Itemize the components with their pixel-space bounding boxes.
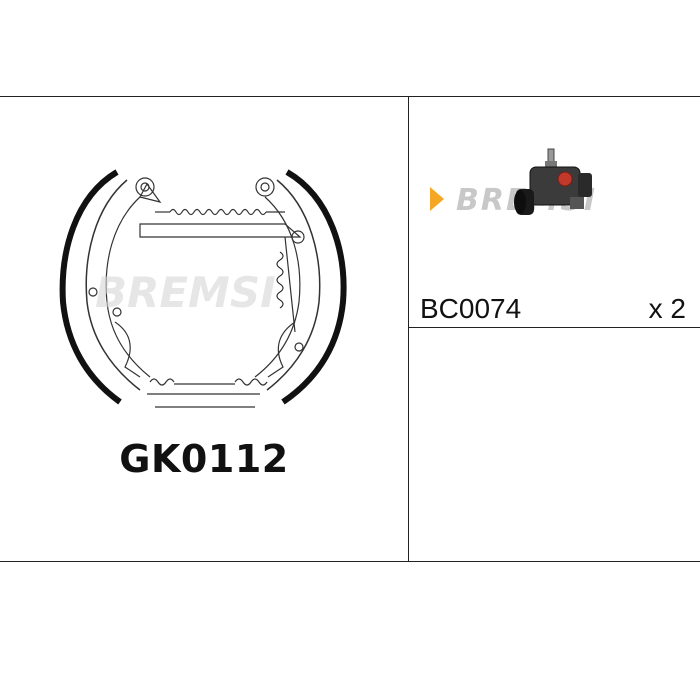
horizontal-divider (408, 327, 700, 328)
parts-sheet: BREMSI GK0112 BREMSI BC0074 x 2 (0, 96, 700, 562)
logo-arrow-icon (430, 187, 444, 211)
wheel-cylinder-image (514, 148, 592, 215)
vertical-divider (408, 97, 409, 561)
component-part-number: BC0074 (420, 293, 522, 324)
svg-text:BREMSI: BREMSI (95, 268, 276, 317)
brake-shoe-kit-drawing: BREMSI (59, 169, 347, 408)
kit-part-number: GK0112 (119, 437, 289, 481)
component-quantity: x 2 (648, 293, 686, 324)
